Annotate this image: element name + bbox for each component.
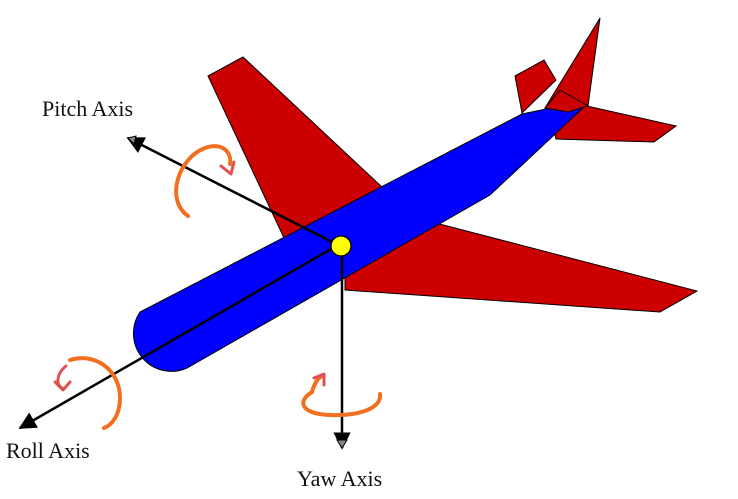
pitch-axis-tail-marker: [127, 135, 137, 145]
left-horizontal-stabilizer: [514, 59, 557, 115]
roll-axis-label: Roll Axis: [6, 438, 90, 463]
yaw-axis-label: Yaw Axis: [297, 466, 383, 491]
pitch-rotation-arrow-icon: [174, 144, 236, 218]
fuselage: [133, 101, 586, 372]
pitch-axis-label: Pitch Axis: [42, 96, 134, 121]
center-of-gravity-dot: [330, 235, 352, 257]
roll-rotation-arrow-icon: [53, 356, 123, 430]
vertical-stabilizer-root: [544, 89, 590, 113]
pitch-axis-line: [126, 136, 339, 247]
yaw-axis-tail-marker: [336, 439, 348, 449]
yaw-rotation-arrow-icon: [301, 372, 383, 418]
vertical-stabilizer: [544, 17, 601, 109]
roll-axis-line: [18, 243, 339, 430]
